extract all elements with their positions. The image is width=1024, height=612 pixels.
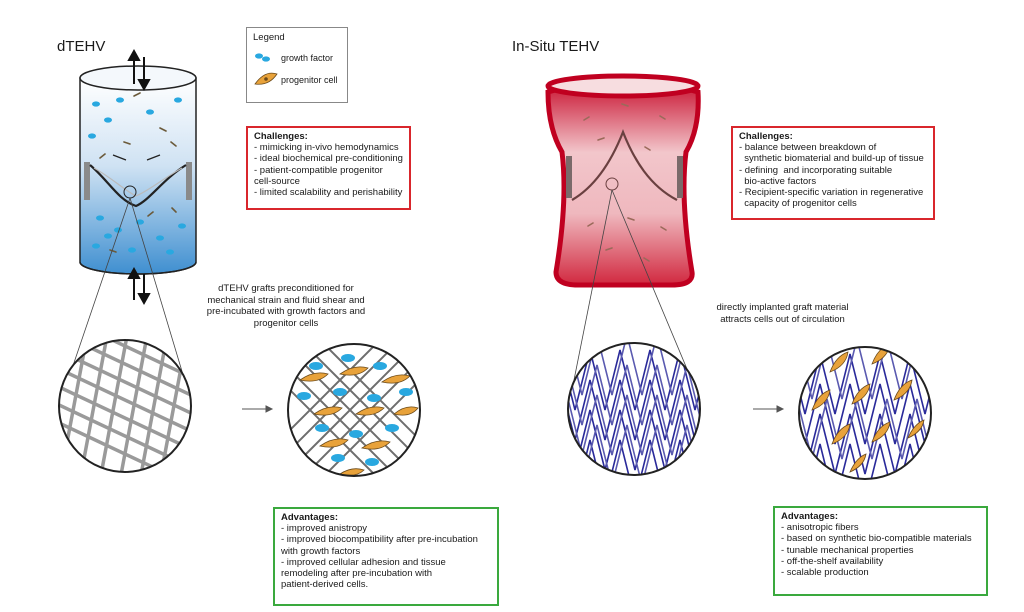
insitu-caption: directly implanted graft material attrac… bbox=[700, 302, 865, 325]
challenge-item: - ideal biochemical pre-conditioning bbox=[254, 153, 403, 165]
advantage-item: - improved biocompatibility after pre-in… bbox=[281, 534, 478, 546]
cells-in-reactor bbox=[99, 92, 177, 253]
insitu-tehv-title: In-Situ TEHV bbox=[512, 38, 600, 55]
insitu-challenges-box: Challenges: - balance between breakdown … bbox=[731, 126, 935, 220]
advantage-item: patient-derived cells. bbox=[281, 579, 369, 591]
dtehv-title: dTEHV bbox=[57, 38, 106, 55]
progenitor-cell-icon bbox=[254, 72, 278, 85]
challenges-heading: Challenges: bbox=[739, 131, 793, 142]
challenge-item: bio-active factors bbox=[739, 175, 817, 187]
caption-line: progenitor cells bbox=[253, 317, 319, 329]
growth-factor-icon bbox=[255, 53, 270, 62]
legend-growth-factor-label: growth factor bbox=[281, 53, 334, 63]
challenge-item: - mimicking in-vivo hemodynamics bbox=[254, 142, 399, 154]
synthetic-graft-zoom-circle bbox=[568, 343, 700, 475]
dtehv-advantages-box: Advantages: - improved anistropy - impro… bbox=[273, 507, 499, 606]
challenge-item: - Recipient-specific variation in regene… bbox=[739, 187, 924, 199]
dtehv-challenges-box: Challenges: - mimicking in-vivo hemodyna… bbox=[246, 126, 411, 210]
challenge-item: - patient-compatible progenitor bbox=[254, 164, 383, 176]
legend-progenitor-cell-label: progenitor cell bbox=[281, 75, 338, 85]
legend-title: Legend bbox=[253, 32, 285, 43]
advantages-heading: Advantages: bbox=[781, 511, 839, 522]
legend-box: Legend growth factor progenitor cell bbox=[246, 27, 348, 103]
insitu-valve-shape bbox=[545, 73, 701, 288]
challenge-item: - limited scalability and perishability bbox=[254, 187, 403, 199]
advantage-item: - improved cellular adhesion and tissue bbox=[281, 556, 446, 568]
challenge-item: - balance between breakdown of bbox=[739, 142, 877, 154]
populated-graft-zoom-circle bbox=[799, 347, 931, 479]
zoom-lines bbox=[61, 189, 701, 401]
caption-line: attracts cells out of circulation bbox=[720, 313, 845, 325]
dtehv-caption: dTEHV grafts preconditioned for mechanic… bbox=[196, 283, 376, 329]
caption-line: pre-incubated with growth factors and bbox=[206, 306, 366, 317]
advantage-item: - scalable production bbox=[781, 567, 869, 579]
transition-arrows bbox=[242, 405, 785, 413]
challenge-item: synthetic biomaterial and build-up of ti… bbox=[739, 153, 924, 165]
insitu-advantages-box: Advantages: - anisotropic fibers - based… bbox=[773, 506, 988, 596]
caption-line: directly implanted graft material bbox=[716, 302, 849, 313]
caption-line: dTEHV grafts preconditioned for bbox=[218, 283, 354, 294]
advantage-item: - improved anistropy bbox=[281, 523, 368, 535]
challenge-item: cell-source bbox=[254, 175, 300, 187]
challenge-item: - defining and incorporating suitable bbox=[739, 164, 893, 176]
advantage-item: - off-the-shelf availability bbox=[781, 555, 884, 567]
advantage-item: - anisotropic fibers bbox=[781, 522, 859, 534]
advantages-heading: Advantages: bbox=[281, 512, 339, 523]
challenges-heading: Challenges: bbox=[254, 131, 308, 142]
advantage-item: - tunable mechanical properties bbox=[781, 544, 914, 556]
scaffold-zoom-circle bbox=[59, 340, 191, 472]
advantage-item: remodeling after pre-incubation with bbox=[281, 568, 433, 580]
caption-line: mechanical strain and fluid shear and bbox=[207, 294, 365, 306]
advantage-item: with growth factors bbox=[281, 545, 361, 557]
challenge-item: capacity of progenitor cells bbox=[739, 198, 857, 210]
bioreactor-cylinder bbox=[79, 65, 197, 275]
flow-arrows bbox=[127, 48, 151, 306]
advantage-item: - based on synthetic bio-compatible mate… bbox=[781, 533, 972, 545]
preconditioned-zoom-circle bbox=[288, 344, 420, 476]
